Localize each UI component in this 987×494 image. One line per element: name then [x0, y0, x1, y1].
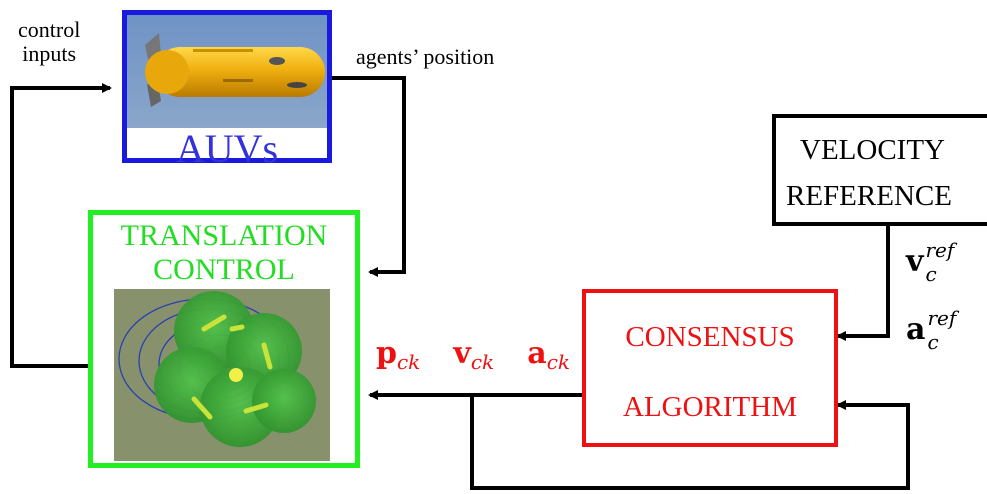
- translation-control-box: TRANSLATION CONTROL: [88, 210, 360, 468]
- signal-v-sub: ck: [470, 350, 495, 374]
- vref-base: v: [906, 244, 924, 279]
- translation-title-line1: TRANSLATION: [120, 219, 328, 252]
- aref-sup: ref: [927, 306, 957, 330]
- control-inputs-arrow: [10, 83, 112, 368]
- auv-title: AUVs: [175, 126, 279, 171]
- control-inputs-label: control inputs: [18, 18, 80, 66]
- velocity-reference-box: VELOCITY REFERENCE: [772, 114, 987, 226]
- consensus-title-line2: ALGORITHM: [623, 391, 797, 423]
- auv-box: AUVs: [122, 10, 332, 169]
- control-inputs-line1: control: [18, 17, 81, 42]
- feedback-loop-arrow: [470, 395, 910, 490]
- formation-simulation-image: [114, 289, 330, 461]
- aref-sub: c: [927, 330, 939, 354]
- reference-title-line2: REFERENCE: [786, 180, 952, 212]
- vref-sub: c: [925, 262, 937, 286]
- signal-v: vck: [453, 336, 495, 374]
- vref-sup: ref: [925, 238, 955, 262]
- aref-base: a: [906, 312, 926, 347]
- agents-position-label: agents’ position: [356, 44, 495, 69]
- signal-p: pck: [376, 336, 421, 374]
- signal-p-sub: ck: [396, 350, 421, 374]
- signal-a: ack: [527, 336, 571, 374]
- agents-position-arrow: [332, 76, 406, 277]
- consensus-algorithm-box: CONSENSUS ALGORITHM: [582, 289, 838, 447]
- signal-p-base: p: [376, 336, 397, 371]
- signal-a-base: a: [527, 336, 547, 371]
- reference-arrow: [836, 226, 890, 341]
- signal-v-base: v: [453, 336, 471, 371]
- reference-title-line1: VELOCITY: [800, 134, 945, 166]
- output-signals: pck vck ack: [376, 336, 571, 374]
- auv-vehicle-image: [127, 15, 327, 128]
- signal-a-sub: ck: [546, 350, 571, 374]
- control-inputs-line2: inputs: [22, 41, 77, 66]
- translation-title-line2: CONTROL: [153, 253, 295, 286]
- consensus-title-line1: CONSENSUS: [625, 321, 795, 353]
